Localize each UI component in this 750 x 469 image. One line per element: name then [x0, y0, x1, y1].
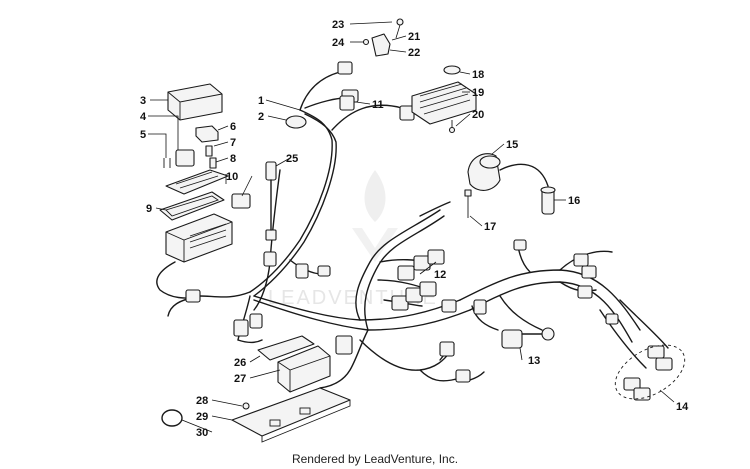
indicator-light	[501, 327, 555, 349]
switch-21-24	[362, 18, 404, 57]
clamp-ring	[161, 409, 183, 427]
ignition-coil	[467, 153, 549, 191]
harness-connectors	[185, 61, 686, 401]
callout-23: 23	[332, 19, 344, 31]
connector-10	[231, 193, 251, 209]
relay	[163, 149, 195, 168]
callout-29: 29	[196, 411, 208, 423]
mounting-plate	[231, 387, 351, 443]
callout-10: 10	[226, 171, 238, 183]
callout-1: 1	[258, 95, 264, 107]
sensor-25	[263, 161, 277, 267]
callout-11: 11	[372, 99, 384, 111]
callout-12: 12	[434, 269, 446, 281]
callout-20: 20	[472, 109, 484, 121]
callout-18: 18	[472, 69, 484, 81]
callout-labels: 1 2 3 4 5 6 7 8 9 10 11 12 13 14 15 16 1…	[140, 19, 689, 439]
callout-17: 17	[484, 221, 496, 233]
fuse-box-base	[165, 213, 233, 263]
watermark-logo	[352, 170, 398, 262]
callout-30: 30	[196, 427, 208, 439]
callout-8: 8	[230, 153, 236, 165]
render-credit: Rendered by LeadVenture, Inc.	[291, 452, 459, 466]
callout-27: 27	[234, 373, 246, 385]
leader-lines	[148, 21, 675, 433]
gasket	[159, 191, 225, 221]
callout-22: 22	[408, 47, 420, 59]
bolt-17	[464, 189, 472, 218]
callout-26: 26	[234, 357, 246, 369]
callout-16: 16	[568, 195, 580, 207]
callout-13: 13	[528, 355, 540, 367]
harness-clip	[285, 115, 307, 129]
cdi-module	[257, 335, 331, 393]
callout-24: 24	[332, 37, 345, 49]
connector-11	[339, 95, 355, 111]
callout-14: 14	[676, 401, 689, 413]
callout-25: 25	[286, 153, 298, 165]
callout-19: 19	[472, 87, 484, 99]
callout-9: 9	[146, 203, 152, 215]
callout-21: 21	[408, 31, 420, 43]
callout-5: 5	[140, 129, 146, 141]
fuse-box-cover	[167, 83, 223, 121]
spark-plug-cap	[540, 186, 556, 215]
relay-small	[195, 125, 219, 143]
callout-2: 2	[258, 111, 264, 123]
callout-3: 3	[140, 95, 146, 107]
callout-7: 7	[230, 137, 236, 149]
callout-6: 6	[230, 121, 236, 133]
callout-15: 15	[506, 139, 518, 151]
fuse-board	[165, 169, 229, 195]
voltage-regulator	[411, 65, 477, 134]
fuses	[205, 145, 217, 169]
callout-4: 4	[140, 111, 147, 123]
callout-28: 28	[196, 395, 208, 407]
